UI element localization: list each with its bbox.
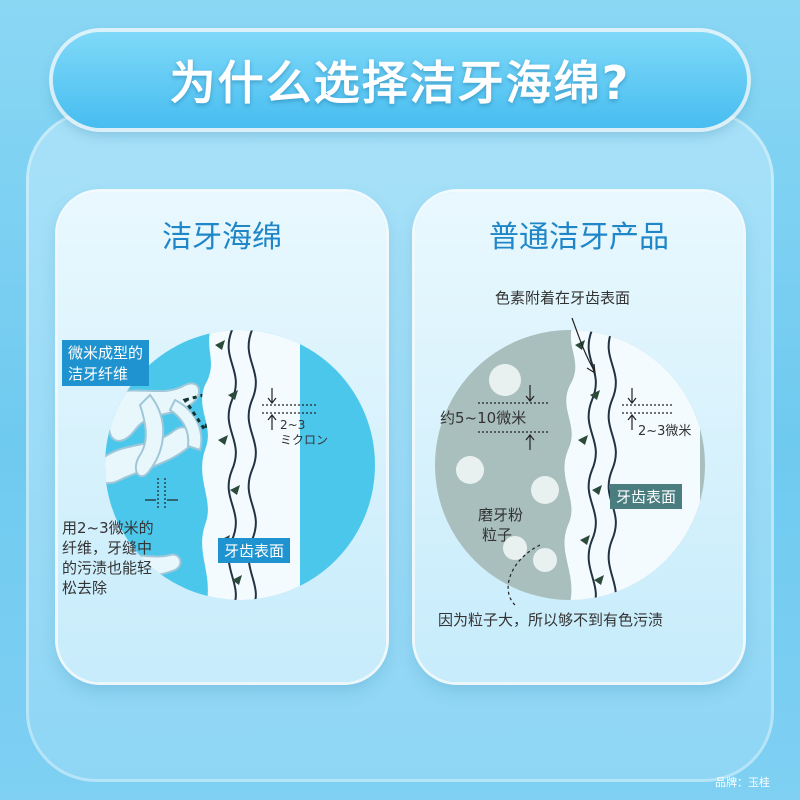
fiber-tag-line2: 洁牙纤维: [68, 365, 129, 383]
fiber-tag-line1: 微米成型的: [68, 344, 144, 362]
right-gap-label: 2~3微米: [638, 424, 692, 439]
left-desc-line4: 松去除: [62, 579, 108, 597]
left-gap-value: 2~3: [280, 418, 306, 432]
left-gap-label: 2~3 ミクロン: [280, 418, 328, 448]
fiber-tag: 微米成型的 洁牙纤维: [62, 340, 150, 386]
page-title: 为什么选择洁牙海绵?: [169, 56, 631, 110]
powder-label-line1: 磨牙粉: [478, 506, 524, 524]
sponge-panel-title: 洁牙海绵: [162, 220, 282, 255]
brand-footer: 品牌：玉桂: [715, 776, 770, 789]
left-desc-line2: 纤维，牙缝中: [62, 539, 153, 557]
left-desc-line1: 用2~3微米的: [62, 519, 154, 537]
bottom-note: 因为粒子大，所以够不到有色污渍: [438, 611, 664, 629]
particle-size-label: 约5~10微米: [440, 409, 527, 427]
sponge-panel: 洁牙海绵: [58, 192, 386, 682]
powder-label: 磨牙粉 粒子: [478, 505, 523, 545]
right-tooth-tag: 牙齿表面: [610, 484, 683, 509]
left-tooth-tag: 牙齿表面: [218, 538, 291, 563]
normal-panel-title: 普通洁牙产品: [489, 220, 669, 255]
left-description: 用2~3微米的 纤维，牙缝中 的污渍也能轻 松去除: [62, 518, 154, 598]
stain-label: 色素附着在牙齿表面: [495, 289, 631, 307]
left-gap-unit: ミクロン: [280, 433, 329, 447]
left-desc-line3: 的污渍也能轻: [62, 559, 153, 577]
normal-panel: 普通洁牙产品: [415, 192, 743, 682]
title-banner: 为什么选择洁牙海绵?: [53, 32, 747, 128]
powder-label-line2: 粒子: [482, 526, 513, 544]
